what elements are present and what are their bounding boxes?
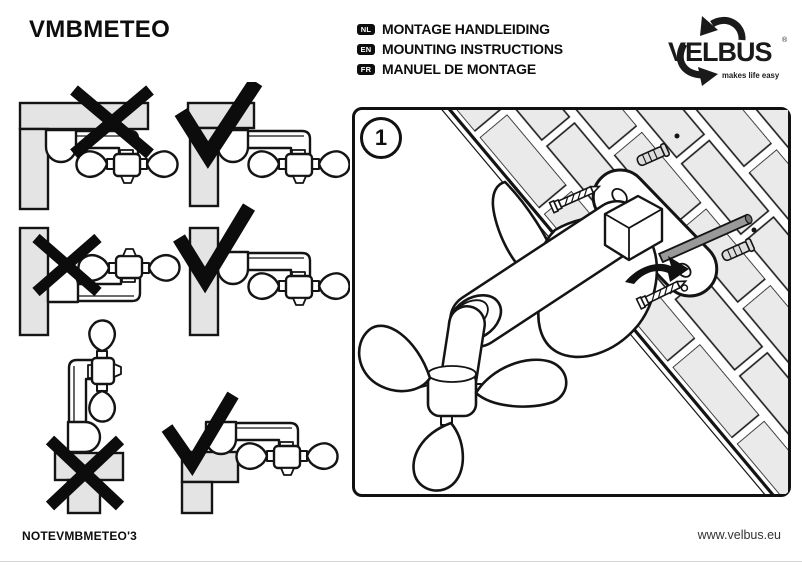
page-bottom-rule: [0, 561, 802, 562]
logo-arrowhead-top: [700, 16, 718, 36]
diagram-correct-horizontal-on-wall: [173, 203, 350, 337]
page-title: VMBMETEO: [29, 16, 171, 43]
document-code: NOTEVMBMETEO'3: [22, 529, 137, 543]
nl-label: MONTAGE HANDLEIDING: [382, 21, 550, 37]
fr-label: MANUEL DE MONTAGE: [382, 61, 536, 77]
diagram-correct-wall-top-edge: [174, 82, 350, 208]
check-icon: [173, 203, 255, 294]
logo-arrowhead-bottom: [698, 67, 718, 86]
language-list: NL MONTAGE HANDLEIDING EN MOUNTING INSTR…: [357, 19, 563, 79]
cross-icon: [32, 233, 102, 297]
diagram-incorrect-upside-down: [18, 226, 181, 337]
check-icon: [174, 82, 263, 169]
language-row-nl: NL MONTAGE HANDLEIDING: [357, 19, 563, 39]
en-label: MOUNTING INSTRUCTIONS: [382, 41, 563, 57]
wind-cup: [357, 324, 432, 393]
mounting-rod: [657, 213, 753, 264]
step-1-panel: [352, 107, 791, 497]
wind-cup: [412, 421, 465, 492]
cross-icon: [45, 435, 125, 511]
en-badge: EN: [357, 43, 375, 55]
language-row-en: EN MOUNTING INSTRUCTIONS: [357, 39, 563, 59]
language-row-fr: FR MANUEL DE MONTAGE: [357, 59, 563, 79]
curved-arrow-icon: [625, 256, 689, 284]
step-number-badge: 1: [360, 117, 402, 159]
plate-bracket: [603, 194, 664, 262]
fr-badge: FR: [357, 63, 375, 75]
logo-brand-text: VELBUS: [668, 37, 772, 67]
check-icon: [161, 391, 239, 477]
logo-registered-mark: ®: [782, 36, 788, 44]
drill-hole-dot: [674, 133, 680, 139]
drill-hole-dot: [751, 227, 757, 233]
diagram-correct-on-top-of-post: [161, 391, 339, 515]
logo-tagline: makes life easy: [722, 71, 780, 80]
velbus-logo: VELBUS ® makes life easy: [668, 16, 788, 86]
step-1-illustration: [355, 110, 788, 494]
cross-icon: [70, 85, 154, 159]
nl-badge: NL: [357, 23, 375, 35]
wind-cup: [474, 358, 568, 408]
website-url: www.velbus.eu: [697, 528, 781, 542]
mounting-orientation-diagrams: [18, 82, 350, 515]
logo-arrows-icon: [676, 16, 746, 79]
anemometer: [357, 324, 568, 492]
weather-station: [357, 180, 664, 492]
diagram-incorrect-vertical-on-post: [45, 319, 125, 515]
diagram-incorrect-under-overhang: [18, 85, 179, 211]
